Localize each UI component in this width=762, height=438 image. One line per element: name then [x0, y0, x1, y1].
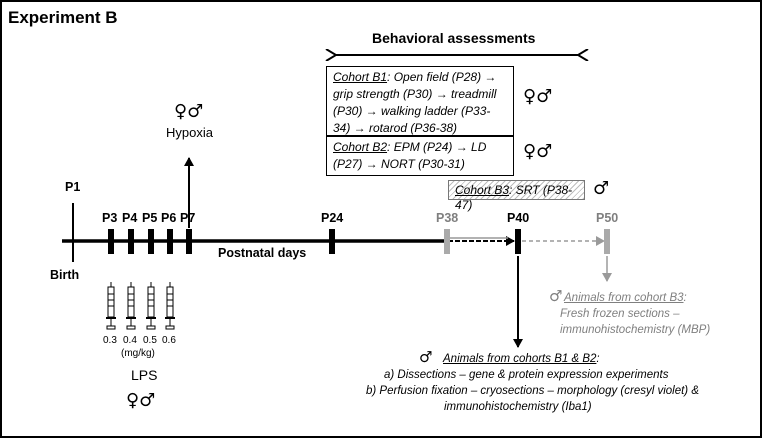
diagram-title: Experiment B	[8, 8, 118, 27]
day-label-p6: P6	[161, 211, 177, 225]
syringe-icon	[165, 282, 175, 330]
cohort-b1-box: Cohort B1: Open field (P28) → grip stren…	[326, 66, 514, 136]
b3-outcome-heading: Animals from cohort B3:	[564, 290, 687, 306]
p4-tick	[128, 229, 134, 254]
b3-outcome-sex-icon: ♂	[549, 287, 563, 305]
dose-value: 0.3	[103, 335, 117, 346]
dose-value: 0.6	[162, 335, 176, 346]
b12-outcome-heading-text: Animals from cohorts B1 & B2	[443, 353, 597, 365]
cohort-b1-sex-icon: ♀♂	[523, 86, 553, 107]
p38-tick	[444, 229, 450, 254]
cohort-b1-line1: : Open field (P28) →	[387, 70, 497, 84]
b12-outcome-line2: b) Perfusion fixation – cryosections – m…	[366, 385, 700, 397]
b12-outcome-line3: immunohistochemistry (Iba1)	[444, 401, 592, 413]
lps-sex-icon: ♀♂	[126, 390, 156, 411]
day-label-p38: P38	[436, 211, 459, 225]
dose-value: 0.4	[123, 335, 137, 346]
cohort-b2-sex-icon: ♀♂	[523, 141, 553, 162]
p7-tick	[186, 229, 192, 254]
p50-tick	[604, 229, 610, 254]
cohort-b2-line2: (P27) → NORT (P30-31)	[333, 157, 465, 171]
dose-unit: (mg/kg)	[121, 348, 155, 359]
p5-tick	[148, 229, 154, 254]
syringe-icon	[106, 282, 116, 330]
p6-tick	[167, 229, 173, 254]
cohort-b1-line2: grip strength (P30) → treadmill	[333, 87, 497, 101]
cohort-b3-name: Cohort B3	[455, 183, 510, 197]
hypoxia-sex-icon: ♀♂	[174, 101, 204, 122]
day-label-p24: P24	[321, 211, 344, 225]
cohort-b1-name: Cohort B1	[333, 70, 388, 84]
day-label-p5: P5	[142, 211, 158, 225]
day-label-p7: P7	[180, 211, 196, 225]
cohort-b1-line4: 34) → rotarod (P36-38)	[333, 121, 458, 135]
day-label-p1: P1	[65, 180, 81, 194]
syringe-icon	[146, 282, 156, 330]
day-label-p40: P40	[507, 211, 530, 225]
hypoxia-label: Hypoxia	[166, 125, 213, 140]
b12-outcome-line1: a) Dissections – gene & protein expressi…	[384, 369, 669, 381]
timeline-label: Postnatal days	[218, 246, 307, 260]
day-label-p3: P3	[102, 211, 118, 225]
cohort-b3-box: Cohort B3: SRT (P38-47)	[448, 180, 585, 212]
syringe-icon	[126, 282, 136, 330]
cohort-b2-name: Cohort B2	[333, 140, 388, 154]
p40-tick	[515, 229, 521, 254]
lps-label: LPS	[131, 367, 158, 383]
cohort-b3-text: : SRT (P38-47)	[455, 183, 573, 212]
day-label-p50: P50	[596, 211, 619, 225]
b12-outcome-heading: Animals from cohorts B1 & B2:	[443, 351, 600, 367]
b12-outcome-colon: :	[596, 353, 600, 365]
b3-outcome-heading-text: Animals from cohort B3	[564, 292, 684, 304]
cohort-b3-sex-icon: ♂	[593, 178, 610, 199]
cohort-b2-box: Cohort B2: EPM (P24) → LD (P27) → NORT (…	[326, 136, 514, 176]
b3-outcome-line1: Fresh frozen sections –	[560, 308, 680, 320]
b3-outcome-line2: immunohistochemistry (MBP)	[560, 324, 711, 336]
p3-tick	[108, 229, 114, 254]
p24-tick	[329, 229, 335, 254]
b3-outcome-colon: :	[683, 292, 687, 304]
birth-label: Birth	[50, 268, 80, 282]
behavioral-assessments-label: Behavioral assessments	[372, 30, 536, 46]
day-label-p4: P4	[122, 211, 138, 225]
dose-value: 0.5	[143, 335, 157, 346]
b12-outcome-sex-icon: ♂	[419, 348, 433, 366]
cohort-b1-line3: (P30) → walking ladder (P33-	[333, 104, 491, 118]
cohort-b2-line1: : EPM (P24) → LD	[387, 140, 487, 154]
